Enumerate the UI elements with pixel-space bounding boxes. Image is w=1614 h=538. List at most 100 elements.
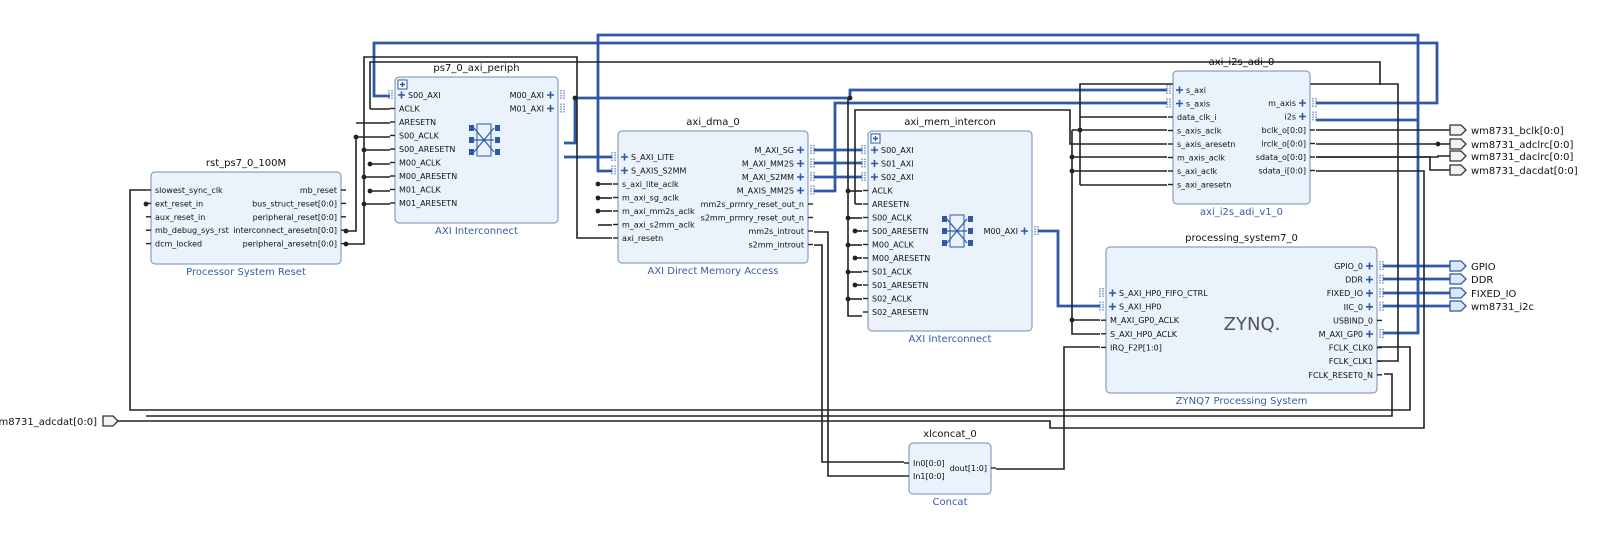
bus-connector-icon	[560, 103, 565, 114]
port-label: ACLK	[399, 105, 420, 114]
bus-connector-icon	[1099, 301, 1104, 312]
bus-plus-icon[interactable]	[1299, 113, 1306, 120]
output-port-icon[interactable]	[1449, 260, 1467, 272]
bus-plus-icon[interactable]	[621, 167, 628, 174]
bus-connector-icon	[810, 185, 815, 196]
bus-plus-icon[interactable]	[797, 146, 804, 154]
bus-plus-icon[interactable]	[797, 173, 804, 181]
block-subtitle: AXI Direct Memory Access	[647, 266, 778, 277]
bus-plus-icon[interactable]	[1021, 227, 1028, 235]
connection-wire	[1038, 229, 1100, 308]
output-port-icon[interactable]	[1449, 300, 1467, 312]
bus-plus-icon[interactable]	[1366, 303, 1373, 311]
bus-connector-icon	[1099, 288, 1104, 298]
block-title: axi_mem_intercon	[904, 117, 996, 128]
bus-connector-icon	[611, 165, 616, 176]
junction-dot	[595, 181, 601, 187]
port-label: dcm_locked	[155, 240, 202, 249]
external-port-label: GPIO	[1471, 262, 1496, 273]
junction-dot	[361, 174, 367, 180]
output-port-icon[interactable]	[1449, 138, 1467, 150]
connection-wire	[564, 88, 1167, 145]
port-label: S00_ACLK	[872, 214, 913, 223]
bus-plus-icon[interactable]	[1176, 86, 1183, 94]
input-port-icon[interactable]	[102, 415, 119, 427]
output-port-icon[interactable]	[1449, 150, 1467, 162]
connection-wire	[1316, 156, 1450, 171]
port-label: S00_AXI	[881, 146, 914, 155]
port-label: S00_ARESETN	[872, 227, 928, 236]
bus-plus-icon[interactable]	[871, 160, 878, 167]
block-body[interactable]	[150, 171, 342, 265]
bus-plus-icon[interactable]	[871, 146, 878, 154]
junction-dot	[845, 269, 851, 275]
block-subtitle: Processor System Reset	[186, 267, 306, 278]
bus-connector-icon	[560, 90, 565, 100]
port-label: S00_ARESETN	[399, 145, 455, 154]
bus-plus-icon[interactable]	[1366, 276, 1373, 284]
bus-plus-icon[interactable]	[1176, 100, 1183, 107]
external-port-label: wm8731_adclrc[0:0]	[1471, 140, 1574, 151]
port-label: M00_ACLK	[399, 159, 441, 168]
bus-plus-icon[interactable]	[797, 160, 804, 167]
output-port-icon[interactable]	[1449, 124, 1467, 136]
junction-dot	[353, 134, 359, 140]
bus-connector-icon	[1379, 274, 1384, 285]
block-title: xlconcat_0	[923, 429, 977, 440]
port-label: sdata_i[0:0]	[1258, 167, 1306, 176]
bus-plus-icon[interactable]	[1109, 289, 1116, 297]
port-label: M_AXI_SG	[755, 146, 795, 155]
block-body[interactable]	[1172, 70, 1311, 205]
port-label: m_axis	[1268, 99, 1296, 108]
junction-dot	[595, 208, 601, 214]
bus-plus-icon[interactable]	[547, 91, 554, 99]
port-label: S01_ARESETN	[872, 281, 928, 290]
block-concat[interactable]: xlconcat_0ConcatIn0[0:0]In1[0:0]dout[1:0…	[904, 429, 996, 508]
bus-plus-icon[interactable]	[1299, 99, 1306, 107]
bus-plus-icon[interactable]	[797, 187, 804, 194]
connection-wire	[814, 244, 904, 463]
junction-dot	[367, 188, 373, 194]
output-port-icon[interactable]	[1449, 287, 1467, 299]
port-label: mm2s_introut	[749, 227, 805, 236]
block-title: axi_dma_0	[686, 117, 739, 128]
bus-plus-icon[interactable]	[1366, 330, 1373, 338]
port-label: interconnect_aresetn[0:0]	[233, 226, 337, 235]
port-label: mm2s_prmry_reset_out_n	[701, 200, 804, 209]
bus-connector-icon	[810, 158, 815, 169]
junction-dot	[1069, 168, 1075, 174]
port-label: S_AXI_HP0	[1119, 303, 1161, 312]
plus-icon	[400, 82, 405, 87]
output-port-icon[interactable]	[1449, 273, 1467, 285]
junction-dot	[595, 195, 601, 201]
port-label: ARESETN	[872, 200, 909, 209]
block-subtitle: AXI Interconnect	[435, 226, 518, 237]
port-label: ext_reset_in	[155, 199, 203, 208]
bus-plus-icon[interactable]	[398, 91, 405, 99]
block-subtitle: ZYNQ7 Processing System	[1176, 396, 1308, 407]
output-port-icon[interactable]	[1449, 164, 1467, 176]
bus-plus-icon[interactable]	[547, 105, 554, 112]
connection-wire	[854, 109, 1167, 204]
bus-connector-icon	[1379, 288, 1384, 299]
bus-plus-icon[interactable]	[871, 173, 878, 181]
port-label: dout[1:0]	[950, 464, 987, 473]
bus-plus-icon[interactable]	[1109, 303, 1116, 311]
port-label: M00_ARESETN	[399, 172, 457, 181]
junction-dot	[1069, 317, 1075, 323]
junction-dot	[847, 95, 853, 101]
port-label: s_axis_aresetn	[1177, 140, 1235, 149]
block-i2s[interactable]: axi_i2s_adi_0axi_i2s_adi_v1_0s_axis_axis…	[1166, 57, 1317, 218]
bus-plus-icon[interactable]	[1366, 262, 1373, 270]
bus-connector-icon	[810, 172, 815, 182]
crossbar-icon	[469, 123, 500, 157]
bus-plus-icon[interactable]	[1366, 289, 1373, 297]
port-label: m_axi_sg_aclk	[622, 194, 679, 203]
bus-plus-icon[interactable]	[621, 153, 628, 161]
